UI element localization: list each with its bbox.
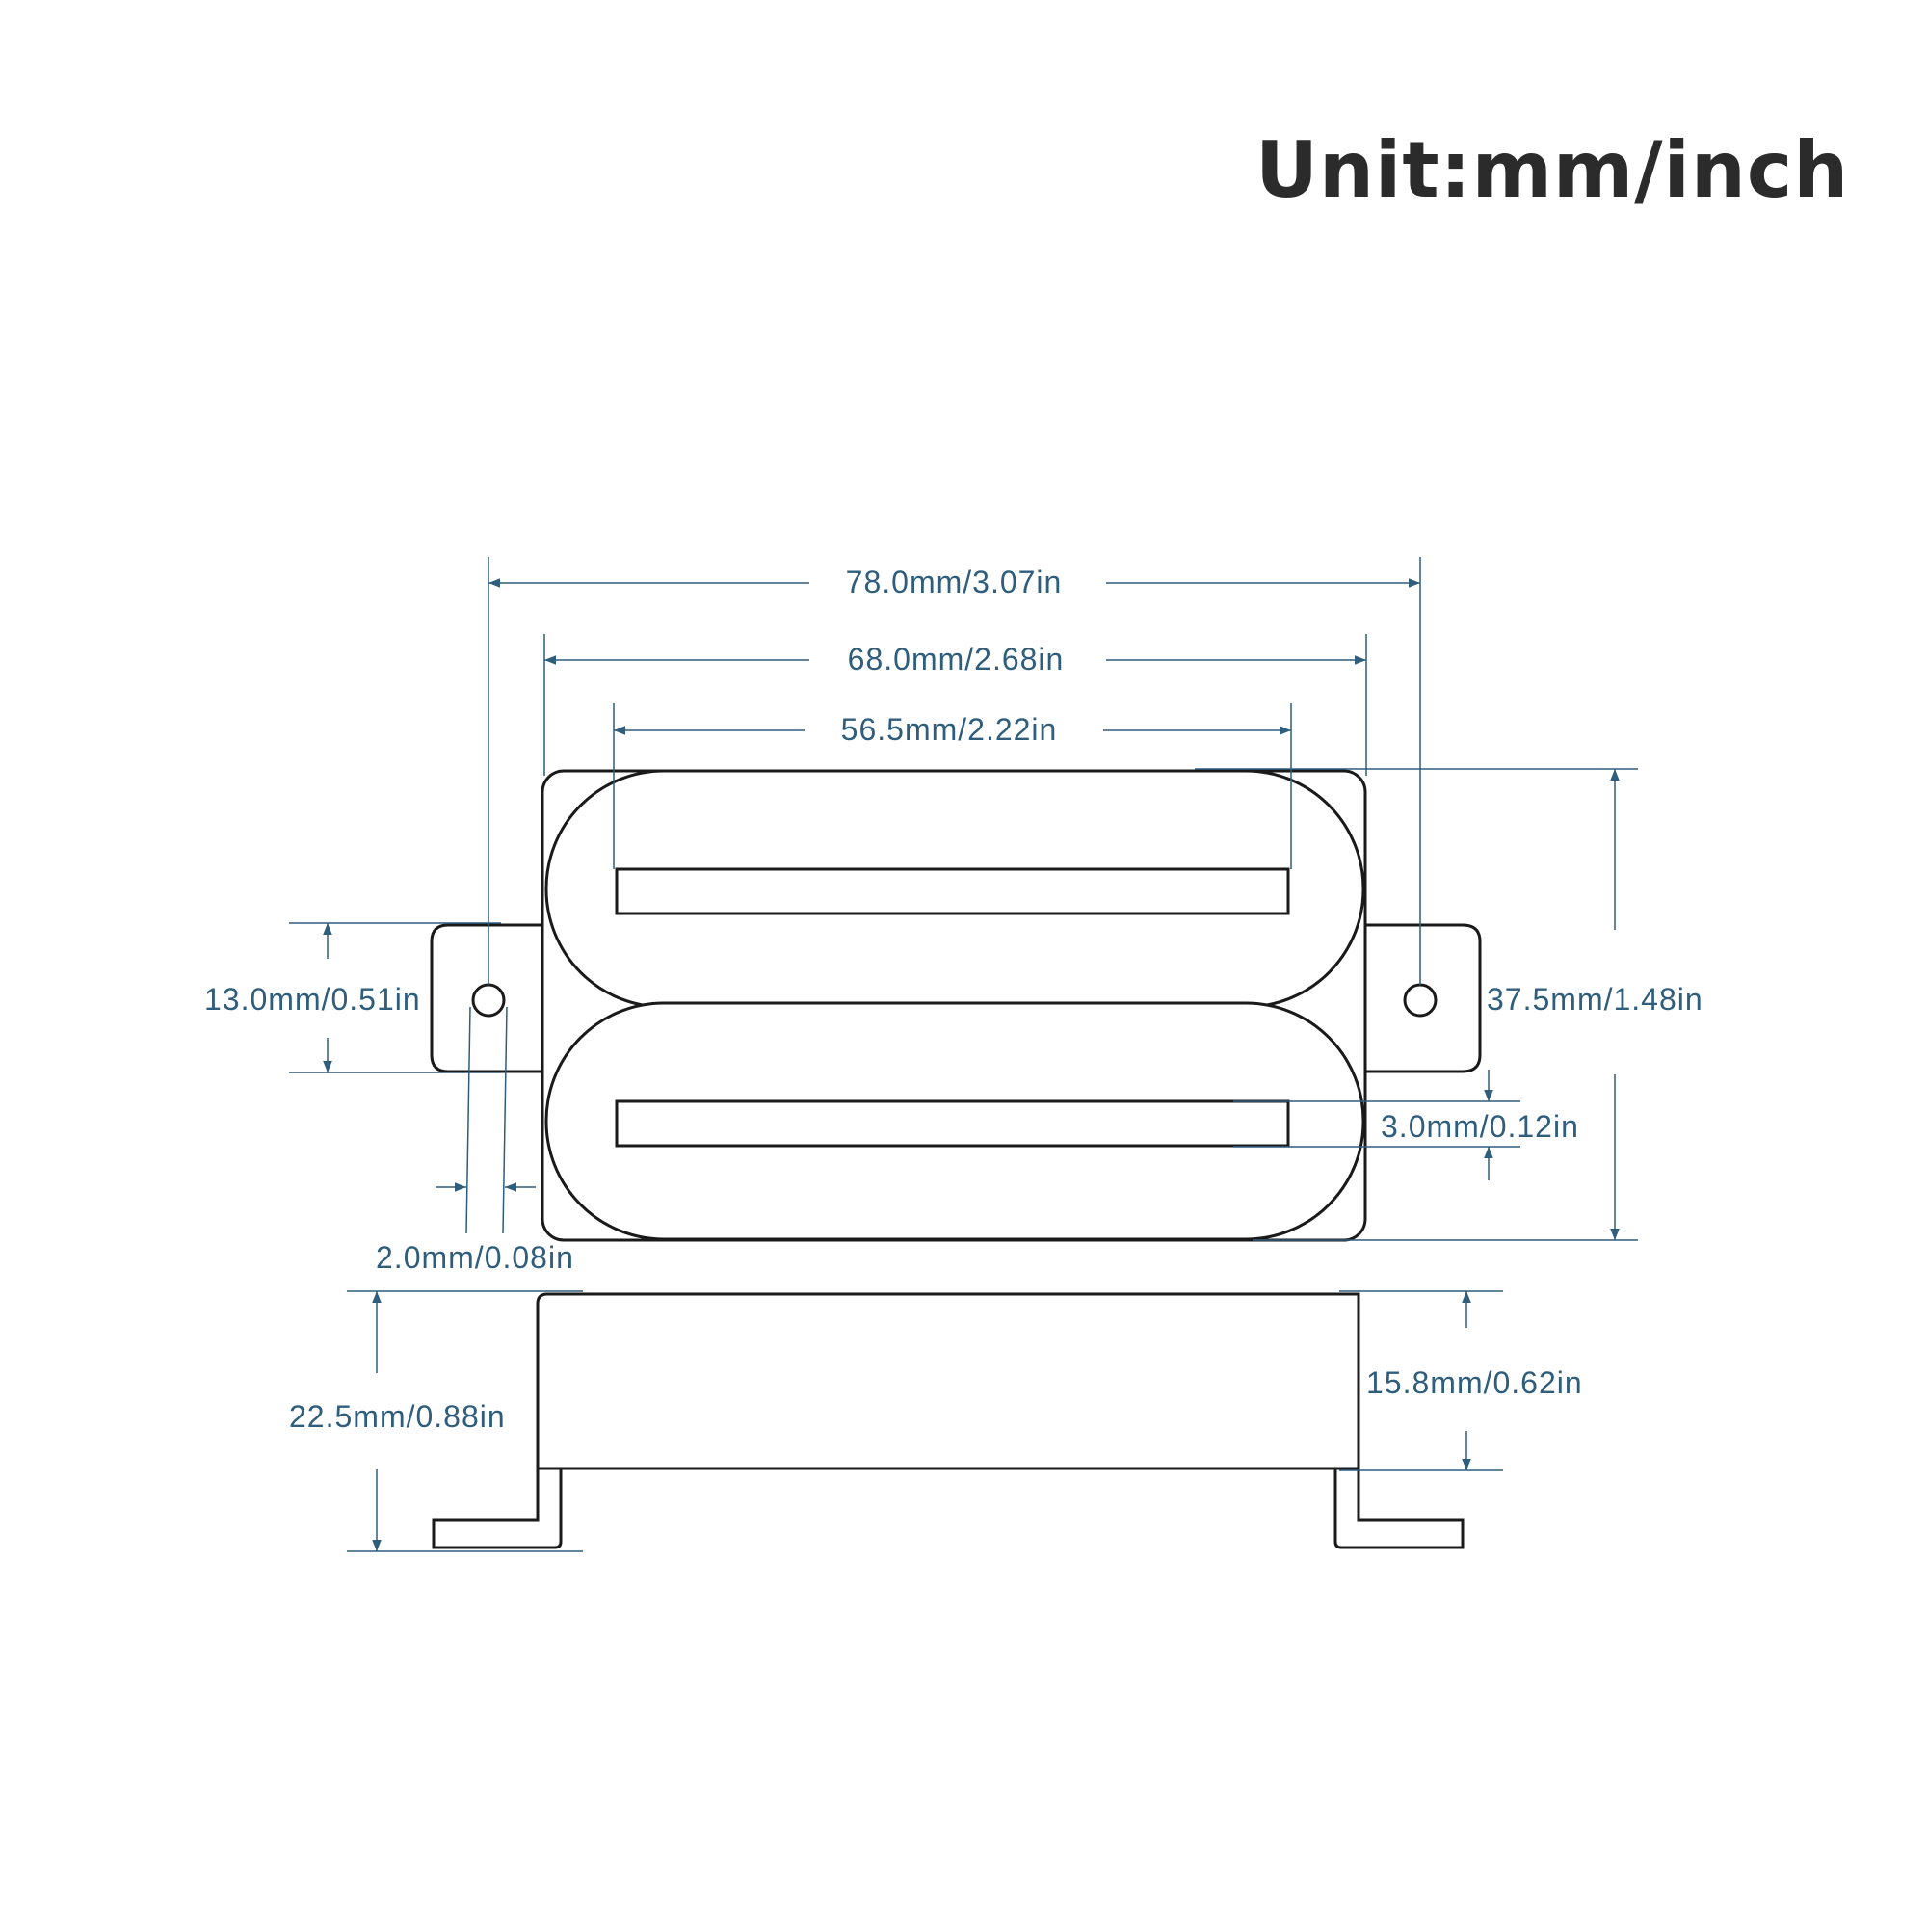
dim-body-height: 15.8mm/0.62in	[1366, 1365, 1583, 1400]
lower-blade	[615, 1099, 1290, 1148]
dim-blade-length: 56.5mm/2.22in	[841, 712, 1058, 747]
left-mounting-hole	[471, 983, 506, 1018]
dim-total-height: 22.5mm/0.88in	[289, 1399, 506, 1434]
right-mounting-foot	[1333, 1466, 1465, 1549]
dim-hole-diameter: 2.0mm/0.08in	[376, 1240, 574, 1275]
pickup-side-body	[536, 1292, 1360, 1470]
dim-body-width: 37.5mm/1.48in	[1487, 982, 1703, 1017]
side-view	[432, 1292, 1465, 1549]
dim-overall-length: 78.0mm/3.07in	[846, 565, 1063, 599]
unit-title: Unit:mm/inch	[1255, 125, 1850, 215]
dim-tab-width: 13.0mm/0.51in	[204, 982, 421, 1017]
dim-blade-width: 3.0mm/0.12in	[1381, 1109, 1579, 1144]
right-mounting-hole	[1403, 983, 1438, 1018]
left-mounting-foot	[432, 1466, 563, 1549]
dim-body-length: 68.0mm/2.68in	[848, 642, 1065, 676]
top-view	[430, 769, 1482, 1242]
dimension-annotations: 78.0mm/3.07in 68.0mm/2.68in 56.5mm/2.22i…	[204, 557, 1703, 1552]
upper-blade	[615, 867, 1290, 915]
